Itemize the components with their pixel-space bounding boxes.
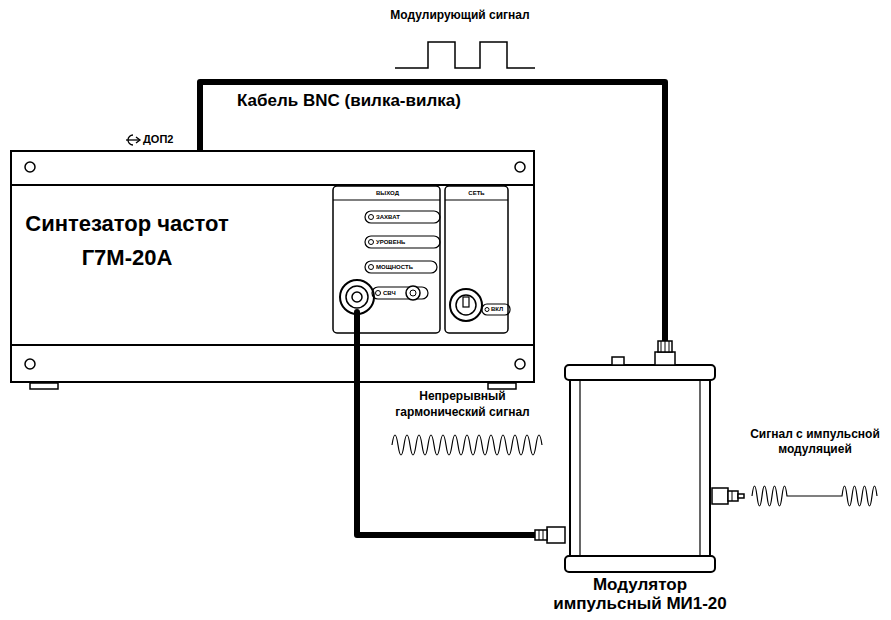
modulator-cap (565, 365, 715, 380)
panel-tab-label: ВЫХОД (335, 190, 440, 197)
power-switch (456, 295, 476, 315)
indicator-lamp (369, 215, 374, 220)
cable (200, 82, 665, 365)
indicator-label: ЗАХВАТ (376, 214, 400, 221)
switch-slot (482, 304, 510, 315)
sine-waveform (392, 435, 542, 455)
cable-label: Кабель BNC (вилка-вилка) (235, 91, 463, 111)
power-switch (450, 289, 482, 321)
knob (406, 286, 420, 300)
power-switch (463, 297, 469, 307)
modulator-body (699, 380, 700, 556)
knob (410, 290, 416, 296)
signal-label: Модулирующий сигнал (380, 8, 540, 23)
output-fitting (712, 488, 744, 504)
rf-fitting (535, 527, 565, 543)
synthesizer-drawing (10, 162, 535, 389)
rf-fitting (543, 530, 544, 540)
signal-label: Сигнал с импульсной модуляцией (745, 427, 885, 457)
connector-label: СВЧ (383, 290, 396, 297)
port-label: ДОП2 (143, 133, 173, 146)
rf-connector (346, 286, 368, 308)
rf-fitting (539, 530, 540, 540)
device-caption: Модулятор импульсный МИ1-20 (543, 575, 737, 613)
modulator-body (570, 378, 710, 558)
screw (25, 162, 35, 172)
rf-connector (352, 292, 362, 302)
bnc-fitting (669, 341, 670, 352)
panel-tab-line (445, 199, 508, 200)
bnc-fitting (658, 341, 672, 352)
modulated-waveform (752, 486, 877, 506)
indicator-lamp (369, 265, 374, 270)
rf-connector (340, 280, 374, 314)
panel-tab-line (333, 199, 440, 200)
indicator-label: УРОВЕНЬ (376, 239, 405, 246)
port-symbol (126, 139, 139, 140)
indicator-lamp (369, 240, 374, 245)
screw (515, 162, 525, 172)
port-symbol (136, 137, 140, 143)
output-fitting (732, 491, 733, 501)
output-fitting (712, 488, 728, 504)
output-fitting (738, 494, 744, 498)
modulator-drawing (565, 357, 715, 572)
screw (515, 359, 525, 369)
mains-panel (445, 186, 508, 333)
synthesizer-housing: Синтезатор частот Г7М-20А (10, 150, 535, 383)
cable (354, 312, 360, 384)
port-symbol (126, 135, 140, 145)
cable (357, 383, 565, 535)
foot (30, 383, 58, 389)
modulator-body (579, 380, 580, 556)
instrument-name: Синтезатор частот Г7М-20А (12, 207, 242, 275)
modulator-knob (612, 357, 624, 365)
switch-lamp (485, 308, 489, 312)
modulator-cap (565, 556, 715, 572)
indicator-slot (365, 261, 437, 273)
signal-label: Непрерывный гармонический сигнал (385, 388, 540, 420)
foot (488, 383, 516, 389)
switch-label: ВКЛ (491, 306, 503, 313)
rf-fitting (547, 527, 565, 543)
indicator-slot (365, 211, 440, 223)
output-fitting (728, 491, 738, 501)
pulse-waveform (395, 42, 535, 68)
indicator-slot (365, 236, 440, 248)
bnc-fitting (655, 352, 675, 365)
housing-strip (10, 344, 535, 346)
screw (25, 359, 35, 369)
bnc-fitting (661, 341, 662, 352)
bnc-fitting (655, 341, 675, 365)
bnc-fitting (665, 341, 666, 352)
output-panel (333, 186, 440, 333)
panel-tab-label: СЕТЬ (445, 190, 508, 197)
rf-fitting (535, 530, 547, 540)
connector-slot (372, 287, 428, 299)
modulator-housing: Модулятор импульсный МИ1-20 (565, 365, 715, 572)
indicator-label: МОЩНОСТЬ (376, 264, 413, 271)
port-symbol (376, 291, 381, 296)
